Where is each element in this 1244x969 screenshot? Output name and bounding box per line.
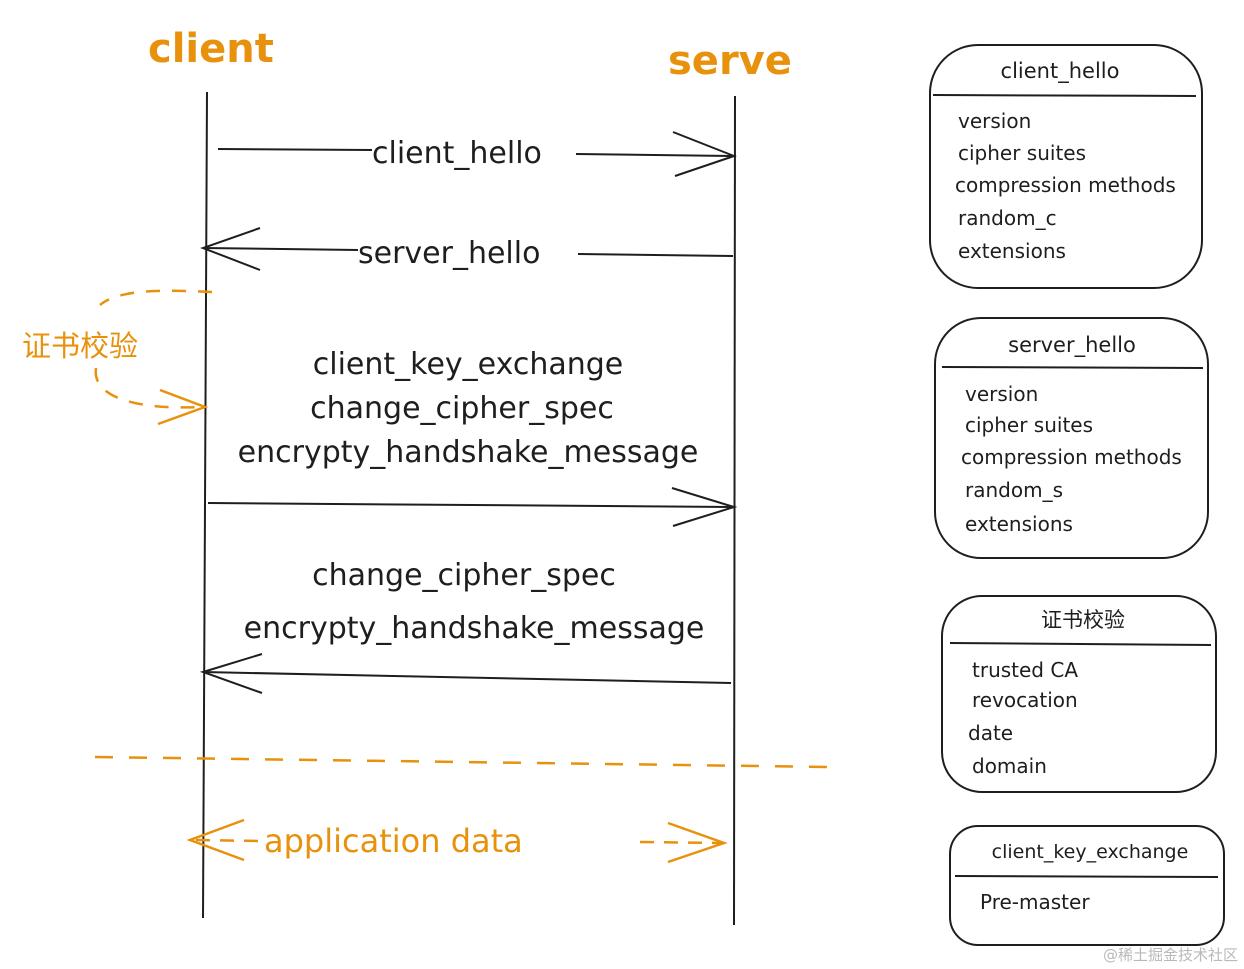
certificate-verify-item-trusted-ca: trusted CA: [972, 658, 1078, 682]
application-data-arrow: [186, 818, 728, 864]
client-batch-line-2: change_cipher_spec: [310, 391, 614, 426]
certificate-verify-panel-title: 证书校验: [1041, 608, 1125, 632]
server-hello-message: server_hello: [358, 236, 540, 271]
client-batch-line-3: encrypty_handshake_message: [238, 435, 699, 470]
server-lifeline: [733, 95, 736, 926]
server-actor-label: serve: [668, 38, 792, 84]
client-actor-label: client: [148, 26, 274, 72]
server-hello-arrow: [200, 227, 734, 271]
server-hello-item-extensions: extensions: [965, 512, 1073, 536]
client-hello-item-extensions: extensions: [958, 239, 1066, 263]
client-key-exchange-item-pre-master: Pre-master: [980, 890, 1090, 914]
server-hello-item-compression: compression methods: [961, 445, 1182, 469]
server-batch-line-2: encrypty_handshake_message: [244, 611, 705, 646]
client-lifeline: [202, 91, 208, 919]
client-key-exchange-panel-title: client_key_exchange: [992, 841, 1189, 863]
server-hello-panel: server_hello version cipher suites compr…: [934, 317, 1209, 559]
server-hello-item-version: version: [965, 382, 1038, 406]
server-hello-panel-title: server_hello: [1008, 333, 1136, 358]
client-batch-line-1: client_key_exchange: [313, 347, 623, 382]
certificate-verify-item-revocation: revocation: [972, 688, 1078, 712]
client-key-exchange-panel: client_key_exchange Pre-master: [949, 825, 1225, 946]
server-batch-line-1: change_cipher_spec: [312, 558, 616, 593]
client-hello-item-version: version: [958, 109, 1031, 133]
client-hello-item-compression: compression methods: [955, 173, 1176, 197]
application-data-label: application data: [264, 822, 523, 860]
certificate-verify-item-date: date: [968, 721, 1013, 745]
handshake-separator: [94, 755, 829, 769]
certificate-verify-label: 证书校验: [22, 329, 138, 363]
watermark-text: @稀土掘金技术社区: [1103, 946, 1238, 964]
client-batch-arrow: [207, 487, 738, 527]
client-hello-item-cipher-suites: cipher suites: [958, 141, 1086, 165]
server-hello-item-random: random_s: [965, 478, 1063, 502]
client-hello-panel-title: client_hello: [1001, 59, 1120, 84]
client-hello-panel: client_hello version cipher suites compr…: [929, 44, 1203, 289]
client-hello-item-random: random_c: [958, 206, 1057, 230]
certificate-verify-loop: [94, 289, 213, 426]
certificate-verify-panel: 证书校验 trusted CA revocation date domain: [941, 595, 1217, 793]
client-hello-arrow: [217, 131, 737, 177]
server-batch-arrow: [199, 653, 732, 694]
server-hello-item-cipher-suites: cipher suites: [965, 413, 1093, 437]
client-hello-message: client_hello: [372, 136, 542, 171]
certificate-verify-item-domain: domain: [972, 754, 1047, 778]
